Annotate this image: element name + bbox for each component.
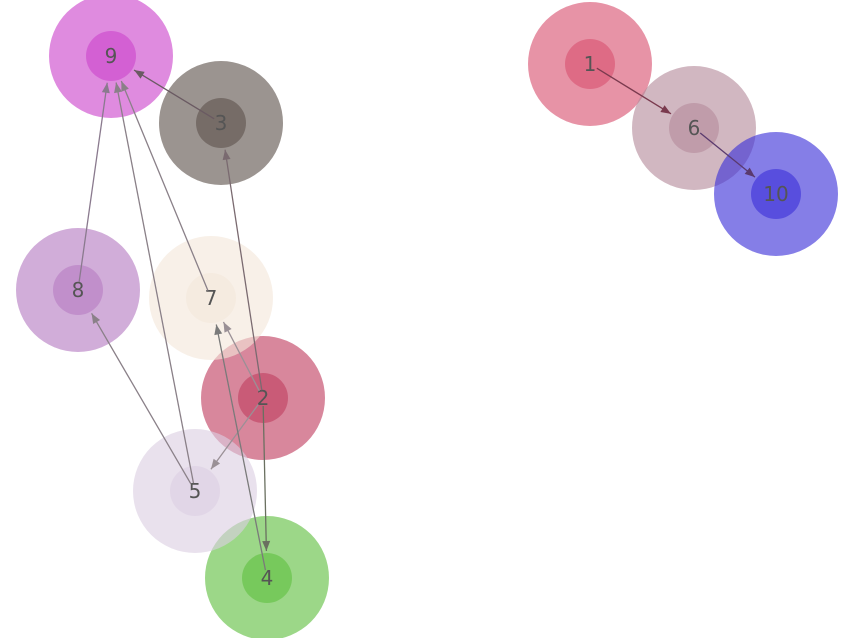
arrowhead-4-7 (214, 324, 223, 336)
node-label: 1 (584, 52, 597, 76)
edge-7-9 (120, 80, 209, 291)
node-core (751, 169, 801, 219)
arrowhead-5-9 (114, 82, 122, 94)
arrowheads-layer (78, 67, 756, 571)
node-label: 10 (763, 182, 788, 206)
edge-2-4 (262, 405, 268, 552)
arrowhead-2-4 (262, 540, 271, 552)
node-3: 3 (159, 61, 283, 185)
node-label: 9 (105, 44, 118, 68)
arrowhead-8-9 (101, 82, 110, 94)
node-10: 10 (714, 132, 838, 256)
node-8: 8 (16, 228, 140, 352)
node-4: 4 (205, 516, 329, 638)
edge-3-9 (133, 69, 215, 120)
edge-8-9 (78, 82, 108, 283)
arrowhead-7-9 (121, 80, 129, 92)
edge-2-7 (222, 321, 260, 392)
node-core (86, 31, 136, 81)
node-core (186, 273, 236, 323)
node-core (53, 265, 103, 315)
arrowhead-2-7 (223, 321, 232, 333)
arrowhead-2-5 (210, 458, 221, 470)
edge-1-6 (596, 67, 672, 115)
arrowhead-3-9 (134, 70, 145, 79)
node-label: 5 (189, 479, 202, 503)
node-core (196, 98, 246, 148)
node-2: 2 (201, 336, 325, 460)
node-label: 4 (261, 566, 274, 590)
node-label: 3 (215, 111, 228, 135)
edge-4-7 (215, 324, 267, 571)
node-core (669, 103, 719, 153)
node-1: 1 (528, 2, 652, 126)
node-label: 7 (205, 286, 218, 310)
node-label: 2 (257, 386, 270, 410)
node-core (238, 373, 288, 423)
node-core (565, 39, 615, 89)
edge-2-3 (224, 149, 263, 391)
node-7: 7 (149, 236, 273, 360)
arrowhead-1-6 (660, 105, 672, 114)
node-core (170, 466, 220, 516)
node-label: 8 (72, 278, 85, 302)
edge-2-5 (210, 404, 259, 470)
node-9: 9 (49, 0, 173, 118)
nodes-layer: 1 2 3 4 5 6 7 8 9 10 (16, 0, 838, 638)
node-label: 6 (688, 116, 701, 140)
arrowhead-2-3 (222, 149, 231, 161)
arrowhead-6-10 (744, 167, 755, 178)
edge-5-9 (115, 82, 195, 484)
arrowhead-5-8 (91, 313, 101, 324)
edge-6-10 (699, 132, 756, 178)
node-core (242, 553, 292, 603)
edge-5-8 (91, 313, 192, 485)
node-5: 5 (133, 429, 257, 553)
